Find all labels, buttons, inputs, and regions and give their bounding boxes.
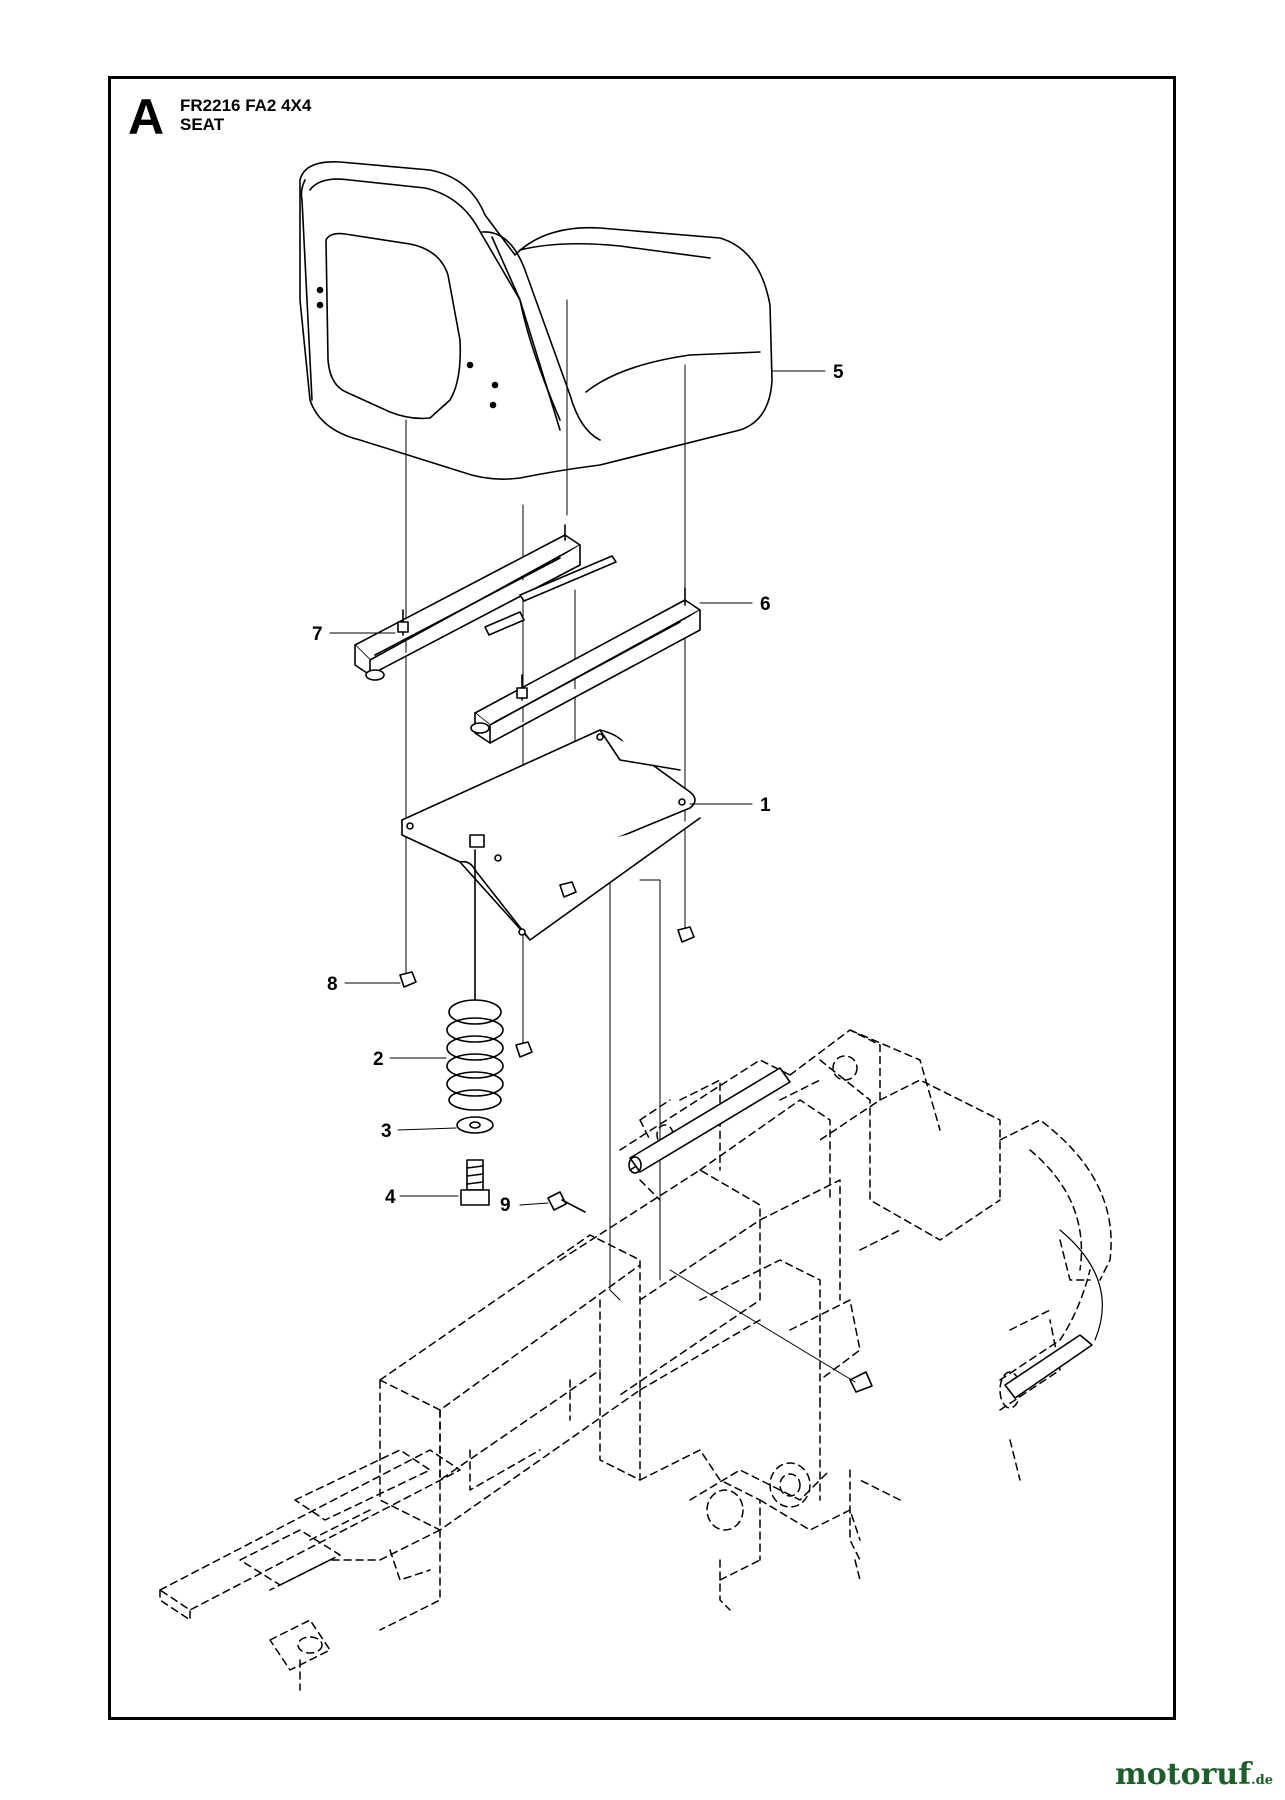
callout-7: 7: [312, 624, 323, 645]
seat-part: [299, 161, 773, 480]
callout-1: 1: [760, 795, 771, 816]
callout-2: 2: [373, 1049, 384, 1070]
callout-3: 3: [381, 1121, 392, 1142]
callout-9: 9: [500, 1195, 511, 1216]
watermark-tld: .de: [1251, 1773, 1273, 1788]
bolt-part: [460, 1159, 490, 1206]
model-title: FR2216 FA2 4X4: [180, 96, 312, 115]
screw-part: [547, 1191, 873, 1393]
slide-rail-left-part: [354, 524, 581, 681]
watermark-brand: motoruf: [1114, 1757, 1252, 1792]
chassis-frame: [159, 1029, 1112, 1691]
nut-parts: [399, 881, 695, 1058]
section-letter: A: [128, 89, 165, 145]
callout-5: 5: [833, 362, 844, 383]
drawing-frame: [108, 76, 1176, 1720]
washer-part: [456, 1116, 494, 1134]
leader-lines: [329, 370, 826, 1206]
slide-rail-right-part: [470, 587, 701, 744]
callout-6: 6: [760, 594, 771, 615]
frame-tubes: [628, 1067, 1103, 1399]
seat-plate-part: [401, 729, 701, 941]
title-block: FR2216 FA2 4X4 SEAT: [180, 96, 311, 134]
callout-8: 8: [327, 974, 338, 995]
spring-part: [446, 849, 504, 1111]
callout-4: 4: [385, 1187, 396, 1208]
adjustment-rod: [484, 555, 617, 636]
watermark-logo: motoruf.de: [1115, 1757, 1273, 1792]
assembly-title: SEAT: [180, 115, 225, 134]
